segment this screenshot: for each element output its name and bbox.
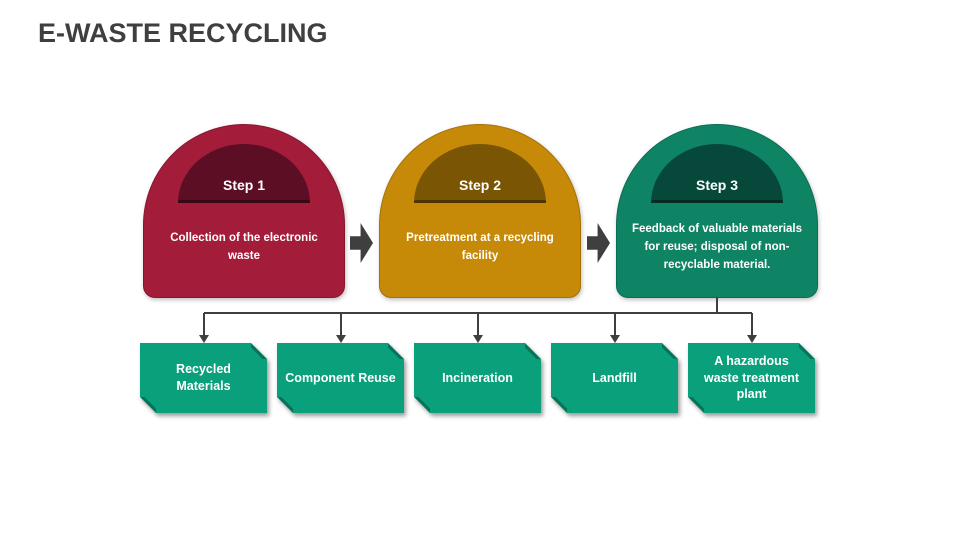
corner-fold (662, 343, 678, 359)
output-box-landfill: Landfill (551, 343, 678, 413)
output-box-shape: Recycled Materials (140, 343, 267, 413)
step-2-description: Pretreatment at a recycling facility (406, 232, 554, 262)
output-box-label: Landfill (592, 370, 637, 385)
output-box-recycled-materials: Recycled Materials (140, 343, 267, 413)
step-2-dome: Step 2 (414, 144, 546, 203)
step-3-description: Feedback of valuable materials for reuse… (631, 223, 803, 271)
output-box-component-reuse: Component Reuse (277, 343, 404, 413)
step-2-label: Step 2 (458, 177, 501, 193)
step-1-dome: Step 1 (178, 144, 310, 203)
flow-arrow-right-icon (587, 223, 610, 263)
corner-fold (551, 397, 567, 413)
step-1-label: Step 1 (222, 177, 265, 193)
arrowhead-down-icon (336, 335, 346, 343)
output-box-hazardous-waste-plant: A hazardous waste treatment plant (688, 343, 815, 413)
corner-fold (388, 343, 404, 359)
output-box-label: Incineration (442, 370, 513, 385)
output-box-label: Component Reuse (285, 370, 396, 385)
arrowhead-down-icon (747, 335, 757, 343)
page-title: E-WASTE RECYCLING (38, 18, 328, 48)
arrowhead-down-icon (473, 335, 483, 343)
arrowhead-down-icon (199, 335, 209, 343)
flow-arrow-right-icon (350, 223, 373, 263)
step-1-description: Collection of the electronic waste (170, 232, 318, 262)
output-box-label: A hazardous waste treatment plant (703, 353, 800, 402)
corner-fold (140, 397, 156, 413)
corner-fold (251, 343, 267, 359)
step-3-dome: Step 3 (651, 144, 783, 203)
step-1-shape: Step 1 Collection of the electronic wast… (143, 124, 345, 298)
output-box-incineration: Incineration (414, 343, 541, 413)
step-3-shape: Step 3 Feedback of valuable materials fo… (616, 124, 818, 298)
arrowhead-down-icon (610, 335, 620, 343)
corner-fold (525, 343, 541, 359)
output-box-shape: A hazardous waste treatment plant (688, 343, 815, 413)
output-box-label: Recycled Materials (176, 362, 231, 393)
corner-fold (414, 397, 430, 413)
output-box-shape: Incineration (414, 343, 541, 413)
output-box-shape: Landfill (551, 343, 678, 413)
output-box-shape: Component Reuse (277, 343, 404, 413)
step-3-label: Step 3 (695, 177, 738, 193)
step-2-shape: Step 2 Pretreatment at a recycling facil… (379, 124, 581, 298)
corner-fold (277, 397, 293, 413)
